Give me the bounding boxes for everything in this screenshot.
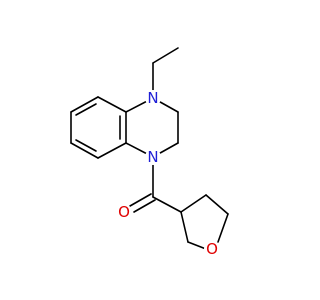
bond-c6-c5 — [70, 96, 99, 113]
atom-carbonyl-oxygen-label: O — [116, 203, 132, 221]
atom-ring-oxygen-label: O — [204, 240, 220, 258]
atom-ring-oxygen-text: O — [206, 240, 218, 258]
bond-c8-c7 — [70, 142, 99, 159]
bond-thf-c4-c5 — [205, 194, 229, 215]
bond-thf-c5-o — [217, 213, 229, 243]
bond-thf-c2-c3 — [180, 211, 189, 243]
bond-carbonyl-double-a — [129, 193, 152, 207]
bond-aromatic-inner-3 — [75, 103, 97, 116]
atom-carbonyl-oxygen-text: O — [118, 203, 130, 221]
bond-c8a-c8 — [97, 142, 127, 159]
bond-ethyl-ch3-ch2 — [152, 47, 179, 64]
bond-thf-o-c2 — [187, 241, 207, 250]
atom-n1-label: N — [145, 148, 161, 166]
molecule-structure-diagram: N N O O — [70, 47, 229, 258]
bond-aromatic-inner-2 — [75, 139, 97, 152]
bond-carbonyl-c-thf-c3 — [152, 196, 182, 213]
atom-n4-text: N — [147, 89, 158, 107]
bond-c5-c4a — [97, 96, 127, 113]
atom-n1-text: N — [147, 148, 158, 166]
bond-thf-c3-c4 — [180, 194, 207, 213]
atom-n4-label: N — [145, 89, 161, 107]
bond-carbonyl-double-b — [133, 199, 156, 213]
